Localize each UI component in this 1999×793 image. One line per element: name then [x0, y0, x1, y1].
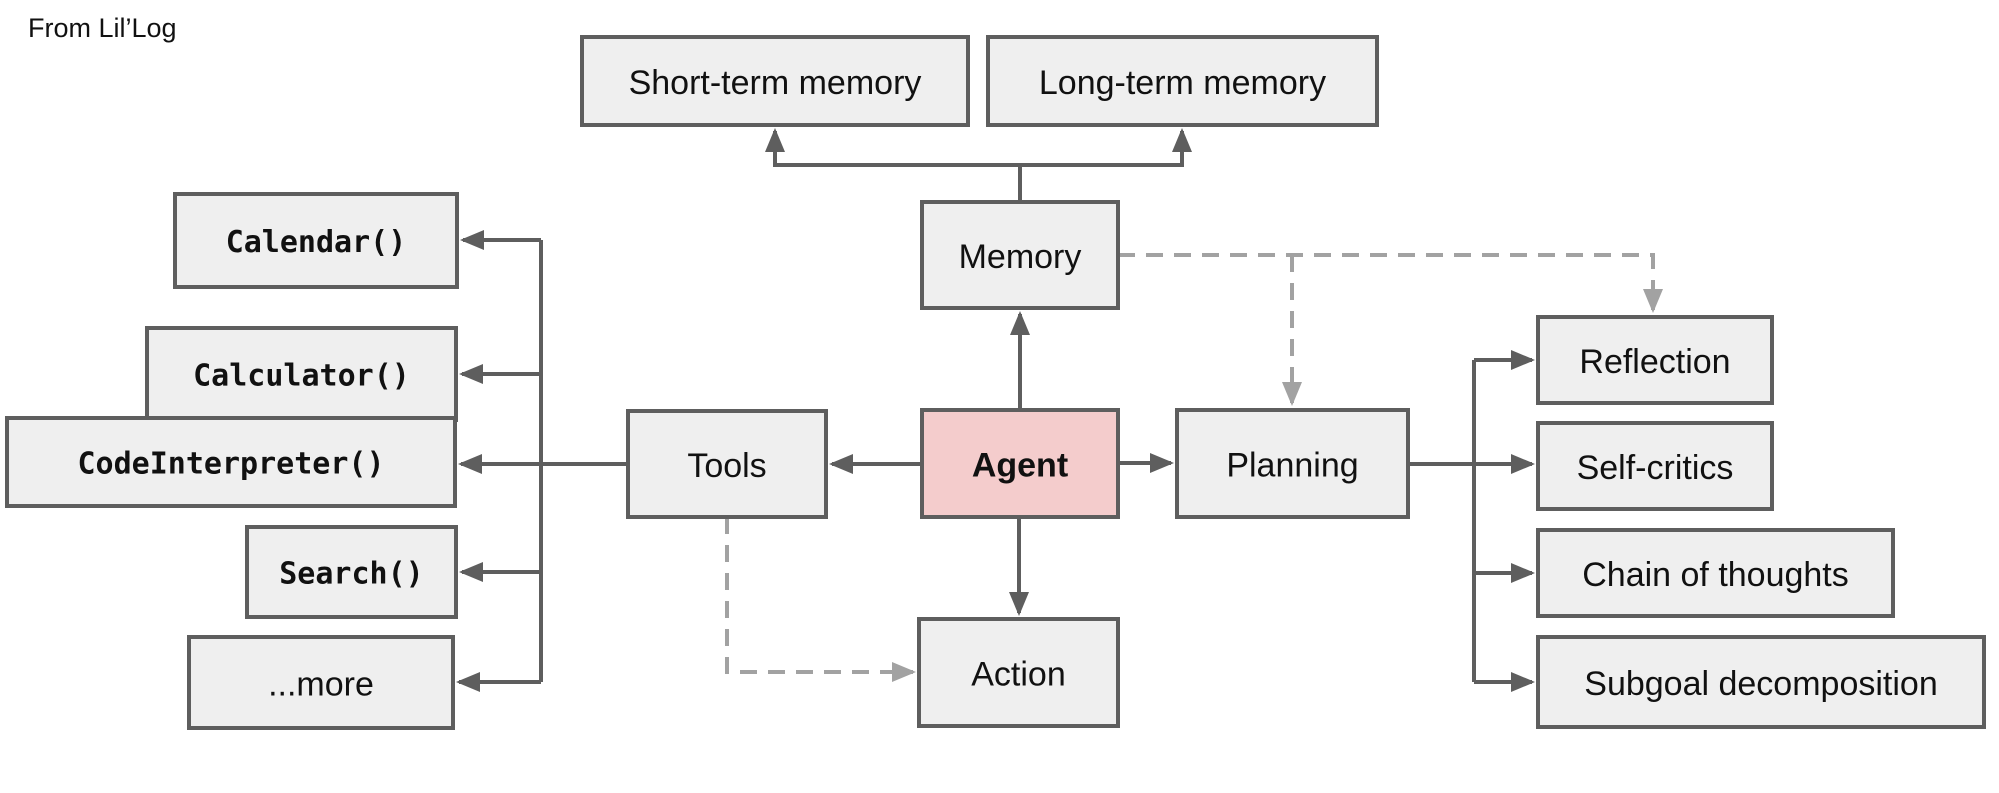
node-label-self-critics: Self-critics — [1577, 449, 1734, 487]
node-label-more: ...more — [268, 666, 374, 704]
node-label-subgoal-decomposition: Subgoal decomposition — [1584, 665, 1937, 703]
node-label-memory: Memory — [959, 238, 1082, 276]
node-label-calendar: Calendar() — [226, 225, 407, 260]
node-long-term-memory: Long-term memory — [986, 35, 1379, 127]
node-box-subgoal-decomposition — [1536, 635, 1986, 729]
node-box-reflection — [1536, 315, 1774, 405]
node-short-term-memory: Short-term memory — [580, 35, 970, 127]
source-note: From Lil’Log — [28, 13, 177, 43]
edge-memory-to-reflection — [1118, 253, 1663, 313]
node-box-code-interpreter — [5, 416, 457, 508]
node-calculator: Calculator() — [145, 326, 458, 422]
node-label-reflection: Reflection — [1579, 343, 1730, 381]
node-label-chain-of-thoughts: Chain of thoughts — [1582, 556, 1849, 594]
edge-memory-to-short-term — [765, 128, 1022, 203]
node-box-long-term-memory — [986, 35, 1379, 127]
node-box-tools — [626, 409, 828, 519]
node-chain-of-thoughts: Chain of thoughts — [1536, 528, 1895, 618]
node-search: Search() — [245, 525, 458, 619]
node-box-chain-of-thoughts — [1536, 528, 1895, 618]
node-label-tools: Tools — [687, 447, 766, 485]
node-box-planning — [1175, 408, 1410, 519]
nodes-layer: Short-term memory Long-term memoryMemoryT… — [5, 35, 1986, 730]
node-label-long-term-memory: Long-term memory — [1039, 64, 1326, 102]
node-label-action: Action — [971, 656, 1066, 694]
node-box-more — [187, 635, 455, 730]
node-memory: Memory — [920, 200, 1120, 310]
node-code-interpreter: CodeInterpreter() — [5, 416, 457, 508]
node-subgoal-decomposition: Subgoal decomposition — [1536, 635, 1986, 729]
node-more: ...more — [187, 635, 455, 730]
node-box-short-term-memory — [580, 35, 970, 127]
node-box-calculator — [145, 326, 458, 422]
node-calendar: Calendar() — [173, 192, 459, 289]
edges-layer — [456, 128, 1663, 692]
node-box-self-critics — [1536, 421, 1774, 511]
node-label-agent: Agent — [972, 447, 1068, 485]
node-label-short-term-memory: Short-term memory — [629, 64, 922, 102]
node-box-agent — [920, 408, 1120, 519]
node-planning: Planning — [1175, 408, 1410, 519]
node-box-search — [245, 525, 458, 619]
edge-memory-to-long-term — [1020, 128, 1192, 167]
node-agent: Agent — [920, 408, 1120, 519]
node-label-planning: Planning — [1226, 447, 1358, 485]
node-action: Action — [917, 617, 1120, 728]
node-label-search: Search() — [279, 557, 424, 592]
node-self-critics: Self-critics — [1536, 421, 1774, 511]
node-label-calculator: Calculator() — [193, 359, 410, 394]
node-reflection: Reflection — [1536, 315, 1774, 405]
node-box-action — [917, 617, 1120, 728]
node-tools: Tools — [626, 409, 828, 519]
node-box-memory — [920, 200, 1120, 310]
node-label-code-interpreter: CodeInterpreter() — [77, 447, 384, 482]
node-box-calendar — [173, 192, 459, 289]
edge-tools-to-action — [725, 517, 916, 682]
